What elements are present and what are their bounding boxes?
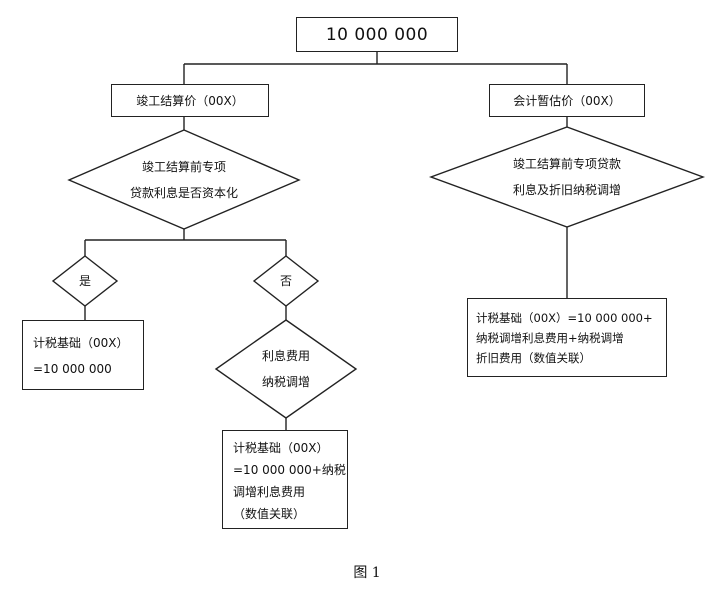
right-decision-line-1: 竣工结算前专项贷款 — [512, 157, 621, 171]
root-total-value: 10 000 000 — [325, 24, 429, 45]
left-branch-label: 竣工结算价（00X） — [136, 93, 244, 108]
right-decision-diamond — [428, 126, 706, 228]
interest-decision-line-1: 利息费用 — [261, 349, 310, 363]
right-result-box: 计税基础（00X）=10 000 000+ 纳税调增利息费用+纳税调增 折旧费用… — [467, 298, 667, 377]
right-result-line-2: 纳税调增利息费用+纳税调增 — [476, 331, 624, 345]
left-branch-label-box: 竣工结算价（00X） — [111, 84, 269, 117]
right-decision-text: 竣工结算前专项贷款 利息及折旧纳税调增 — [477, 151, 657, 203]
interest-decision-text: 利息费用 纳税调增 — [226, 343, 346, 395]
left-decision-line-1: 竣工结算前专项 — [141, 160, 226, 174]
yes-result-box: 计税基础（00X） =10 000 000 — [22, 320, 144, 390]
interest-decision-line-2: 纳税调增 — [261, 375, 310, 389]
yes-diamond — [51, 255, 119, 307]
yes-label-text: 是 — [78, 274, 91, 288]
interest-decision-diamond — [214, 319, 358, 419]
root-total-box: 10 000 000 — [296, 17, 458, 52]
no-label: 否 — [266, 268, 306, 294]
right-result-line-3: 折旧费用（数值关联） — [476, 351, 591, 365]
right-branch-label-box: 会计暂估价（00X） — [489, 84, 645, 117]
left-decision-diamond — [67, 129, 301, 230]
right-branch-label: 会计暂估价（00X） — [513, 93, 621, 108]
no-label-text: 否 — [279, 274, 292, 288]
left-decision-line-2: 贷款利息是否资本化 — [129, 186, 238, 200]
figure-caption: 图 1 — [337, 562, 397, 582]
no-result-line-2: =10 000 000+纳税 — [233, 463, 346, 477]
yes-result-line-1: 计税基础（00X） — [33, 336, 129, 350]
no-result-line-4: （数值关联） — [233, 507, 306, 521]
right-result-line-1: 计税基础（00X）=10 000 000+ — [476, 311, 653, 325]
no-result-line-3: 调增利息费用 — [233, 485, 306, 499]
no-diamond — [252, 255, 320, 307]
yes-result-line-2: =10 000 000 — [33, 362, 112, 376]
left-decision-text: 竣工结算前专项 贷款利息是否资本化 — [104, 154, 264, 206]
no-result-line-1: 计税基础（00X） — [233, 441, 329, 455]
yes-label: 是 — [65, 268, 105, 294]
figure-caption-text: 图 1 — [353, 565, 381, 581]
right-decision-line-2: 利息及折旧纳税调增 — [512, 183, 621, 197]
no-result-box: 计税基础（00X） =10 000 000+纳税 调增利息费用 （数值关联） — [222, 430, 348, 529]
